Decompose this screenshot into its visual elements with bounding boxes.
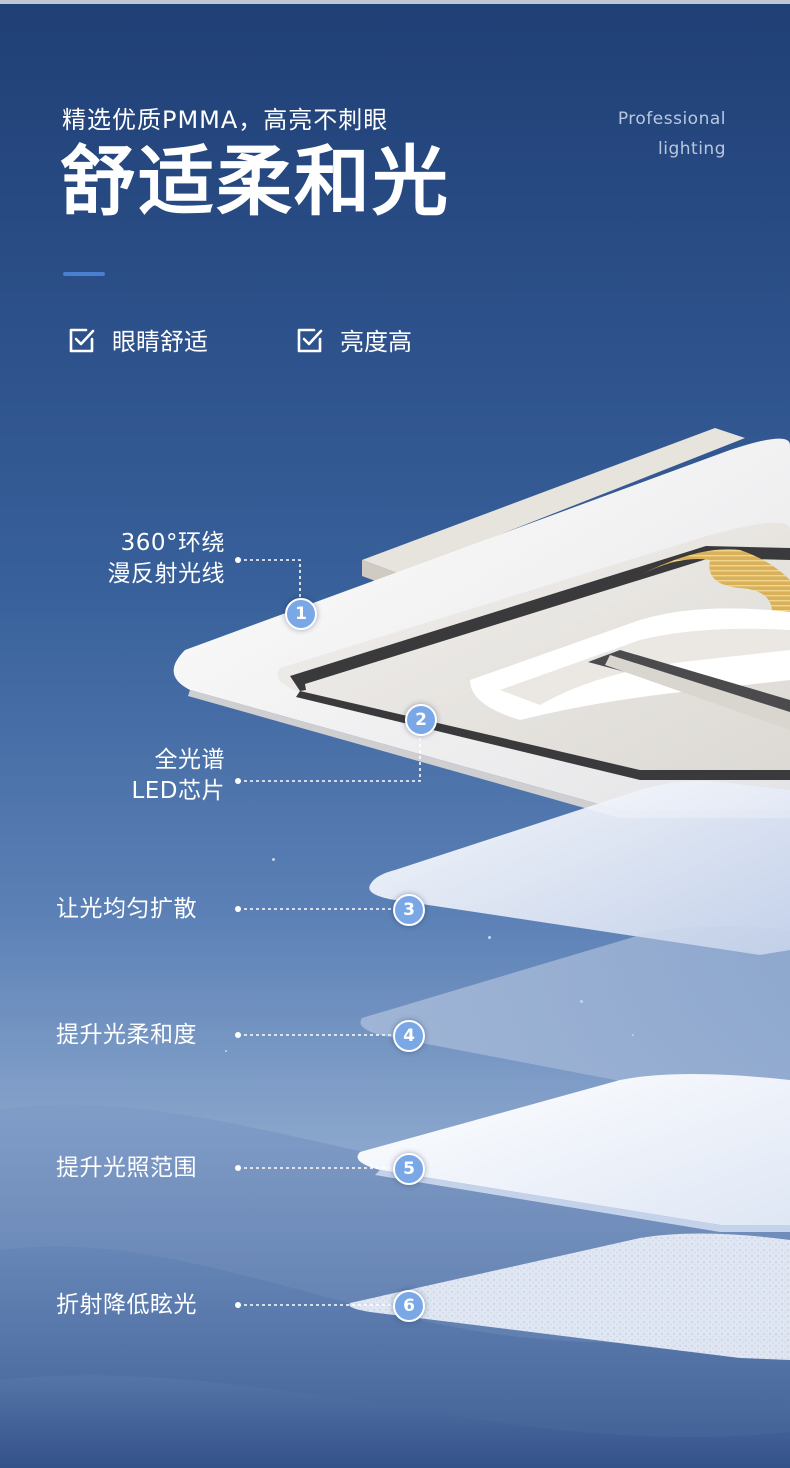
layer-label-3: 让光均匀扩散 <box>56 896 197 922</box>
layer-label-1: 360°环绕 漫反射光线 <box>108 528 226 590</box>
accent-bar <box>63 272 105 276</box>
star <box>488 936 491 939</box>
layer-badge-2: 2 <box>405 704 437 736</box>
star <box>272 858 275 861</box>
layer-badge-5: 5 <box>393 1153 425 1185</box>
layer-badge-3: 3 <box>393 894 425 926</box>
label-line: 全光谱 <box>154 747 225 773</box>
layer-label-4: 提升光柔和度 <box>56 1022 197 1048</box>
tagline-line-1: Professional <box>617 109 726 129</box>
layer-badge-4: 4 <box>393 1020 425 1052</box>
tagline-line-2: lighting <box>658 139 726 159</box>
label-line: 漫反射光线 <box>107 561 225 587</box>
layer-badge-1: 1 <box>285 598 317 630</box>
check-box-icon <box>69 328 95 352</box>
leader-lines <box>238 559 421 1306</box>
top-divider <box>0 0 790 4</box>
page-title: 舒适柔和光 <box>60 137 450 226</box>
label-line: LED芯片 <box>131 778 225 804</box>
star <box>225 1050 227 1052</box>
layer-label-2: 全光谱 LED芯片 <box>131 745 225 807</box>
label-line: 360°环绕 <box>120 530 225 556</box>
layer-label-5: 提升光照范围 <box>56 1155 197 1181</box>
feature-high-brightness: 亮度高 <box>294 322 412 357</box>
check-box-icon <box>297 328 323 352</box>
feature-eye-comfort: 眼睛舒适 <box>66 322 208 357</box>
brand-tagline: Professional lighting <box>618 104 726 164</box>
leader-dots <box>235 557 241 1308</box>
page-subtitle: 精选优质PMMA，高亮不刺眼 <box>62 106 389 134</box>
layer-label-6: 折射降低眩光 <box>56 1292 197 1318</box>
layer-badge-6: 6 <box>393 1290 425 1322</box>
feature-label: 眼睛舒适 <box>112 328 208 356</box>
feature-label: 亮度高 <box>340 328 412 356</box>
